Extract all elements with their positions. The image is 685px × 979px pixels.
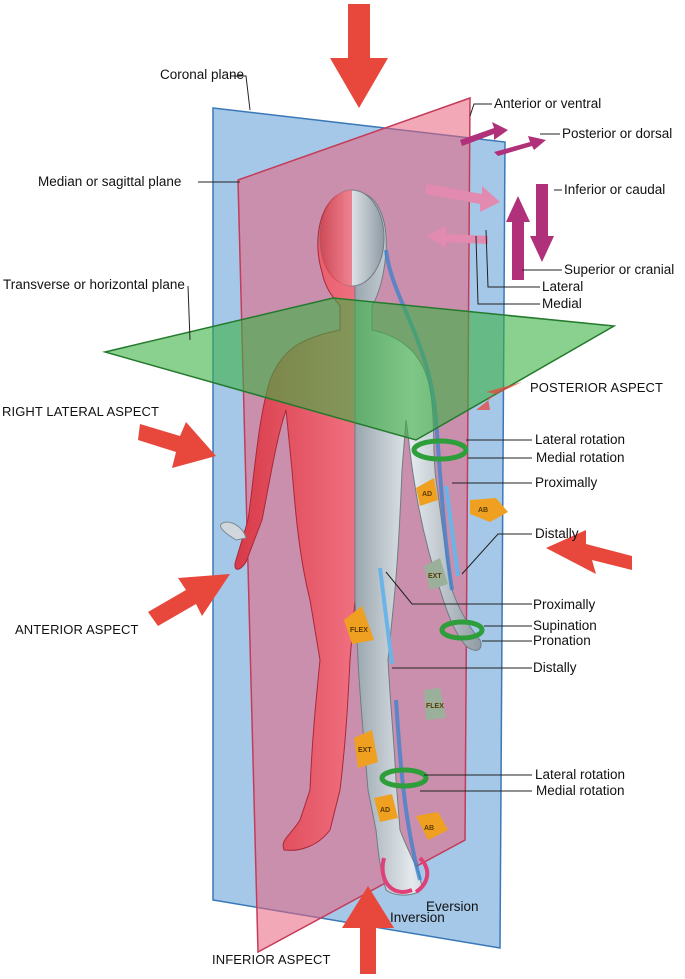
medial-arrow [426,226,488,248]
inferior-arrow [530,184,554,262]
ext-leg-tag: EXT [358,747,372,754]
ab-arm-arrow: AB [470,498,508,522]
right-lateral-aspect-label: RIGHT LATERAL ASPECT [2,404,160,419]
ext-leg-arrow: EXT [354,730,378,768]
ext-arm-arrow: EXT [424,558,448,590]
proximally-arm-label: Proximally [535,475,598,490]
ad-foot-arrow: AD [374,794,398,822]
inversion-label: Inversion [390,910,445,925]
superior-arrow [506,196,530,280]
distally-arm-label: Distally [535,526,579,541]
lateral-rotation-arm-label: Lateral rotation [535,432,626,447]
foot-eversion-arc [380,857,413,894]
anterior-aspect-label: ANTERIOR ASPECT [15,622,139,637]
distally-leg-label: Distally [533,660,577,675]
lateral-rotation-leg-label: Lateral rotation [535,767,626,782]
supination-label: Supination [533,618,597,633]
flex-knee-tag: FLEX [426,703,444,710]
anterior-arrow [460,122,508,146]
arm-rotation-ring [411,438,469,462]
medial-label: Medial [542,296,582,311]
motion-arrows: AD AB EXT FLEX FLEX EXT AD AB [344,478,508,840]
inferior-label: Inferior or caudal [564,182,666,197]
right-lateral-aspect-arrow [138,422,216,468]
direction-arrows [426,122,554,280]
wrist-rotation-ring [439,619,485,641]
flex-leg-arrow: FLEX [344,606,374,644]
medial-rotation-leg-label: Medial rotation [536,783,625,798]
ad-arm-arrow: AD [416,478,438,506]
proximally-leg-label: Proximally [533,597,596,612]
medial-rotation-arm-label: Medial rotation [536,450,625,465]
ankle-rotation-ring [379,767,429,789]
ab-foot-tag: AB [424,825,434,832]
posterior-aspect-arrow-2 [546,530,632,574]
leader-lines [187,75,562,792]
superior-label: Superior or cranial [564,262,675,277]
ad-arm-tag: AD [422,491,432,498]
anterior-label: Anterior or ventral [494,96,602,111]
ad-foot-tag: AD [380,807,390,814]
ab-foot-arrow: AB [416,812,448,840]
ext-arm-tag: EXT [428,573,442,580]
flex-knee-arrow: FLEX [424,688,446,720]
flex-leg-tag: FLEX [350,627,368,634]
eversion-label: Eversion [426,899,479,914]
posterior-arrow [494,136,546,156]
coronal-plane-label: Coronal plane [160,67,245,82]
aspect-arrows [138,4,632,974]
transverse-plane [102,297,617,441]
posterior-label: Posterior or dorsal [562,126,673,141]
inferior-aspect-label: INFERIOR ASPECT [212,952,331,967]
posterior-aspect-label: POSTERIOR ASPECT [530,380,664,395]
foot-inversion-arc [414,856,430,894]
lateral-arrow [426,184,500,212]
transverse-plane-label: Transverse or horizontal plane [3,277,185,292]
axis-arrows [378,485,460,665]
median-plane-label: Median or sagittal plane [38,174,182,189]
superior-aspect-arrow [330,4,388,108]
ab-arm-tag: AB [478,507,488,514]
inferior-aspect-arrow [342,886,394,974]
posterior-aspect-arrow [476,382,522,410]
pronation-label: Pronation [533,633,591,648]
rotation-arrows [379,438,485,789]
anterior-aspect-arrow [148,574,230,626]
lateral-label: Lateral [542,279,584,294]
